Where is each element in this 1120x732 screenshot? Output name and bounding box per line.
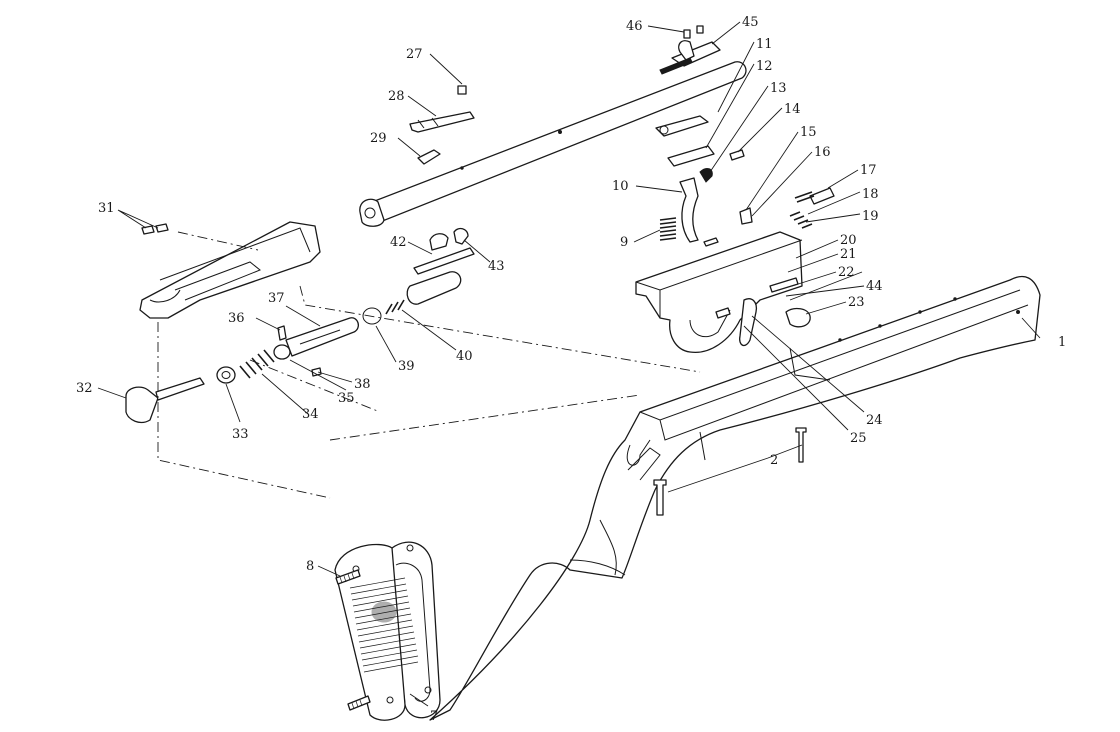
callout-34: 34 (302, 407, 319, 422)
callout-44: 44 (866, 279, 883, 294)
trigger-group-parts (655, 115, 835, 247)
front-sight-part (659, 25, 721, 75)
callout-9: 9 (620, 235, 628, 250)
callout-33: 33 (232, 427, 249, 442)
callout-45: 45 (742, 15, 759, 30)
callout-15: 15 (800, 125, 817, 140)
callout-10: 10 (612, 179, 629, 194)
leader-lines (97, 21, 1041, 707)
butt-screws (335, 569, 371, 711)
callout-14: 14 (784, 102, 801, 117)
callout-23: 23 (848, 295, 865, 310)
rear-sight-parts (409, 85, 475, 165)
callout-1: 1 (1058, 335, 1066, 350)
callout-13: 13 (770, 81, 787, 96)
trigger-housing-part (635, 231, 811, 354)
callout-40: 40 (456, 349, 473, 364)
stock-part (429, 275, 1041, 721)
callout-7: 7 (430, 709, 438, 724)
receiver-part (139, 221, 321, 319)
callout-28: 28 (388, 89, 405, 104)
callout-labels: 1 2 7 8 9 10 11 12 13 14 15 16 17 18 19 … (76, 15, 1066, 724)
callout-36: 36 (228, 311, 245, 326)
callout-27: 27 (406, 47, 423, 62)
callout-35: 35 (338, 391, 355, 406)
callout-32: 32 (76, 381, 93, 396)
callout-17: 17 (860, 163, 877, 178)
callout-20: 20 (840, 233, 857, 248)
callout-11: 11 (756, 37, 773, 52)
callout-39: 39 (398, 359, 415, 374)
callout-46: 46 (626, 19, 643, 34)
callout-12: 12 (756, 59, 773, 74)
callout-31: 31 (98, 201, 115, 216)
barrel-part (359, 61, 747, 227)
callout-29: 29 (370, 131, 387, 146)
buttplate-part (334, 541, 441, 721)
bolt-upper-parts (413, 227, 475, 275)
callout-18: 18 (862, 187, 879, 202)
callout-42: 42 (390, 235, 407, 250)
callout-2: 2 (770, 453, 778, 468)
callout-43: 43 (488, 259, 505, 274)
callout-19: 19 (862, 209, 879, 224)
callout-21: 21 (840, 247, 857, 262)
callout-25: 25 (850, 431, 867, 446)
callout-8: 8 (306, 559, 314, 574)
callout-22: 22 (838, 265, 855, 280)
bolt-assembly-parts (125, 271, 462, 424)
assembly-lines (157, 231, 701, 499)
callout-38: 38 (354, 377, 371, 392)
callout-16: 16 (814, 145, 831, 160)
callout-37: 37 (268, 291, 285, 306)
callout-24: 24 (866, 413, 883, 428)
